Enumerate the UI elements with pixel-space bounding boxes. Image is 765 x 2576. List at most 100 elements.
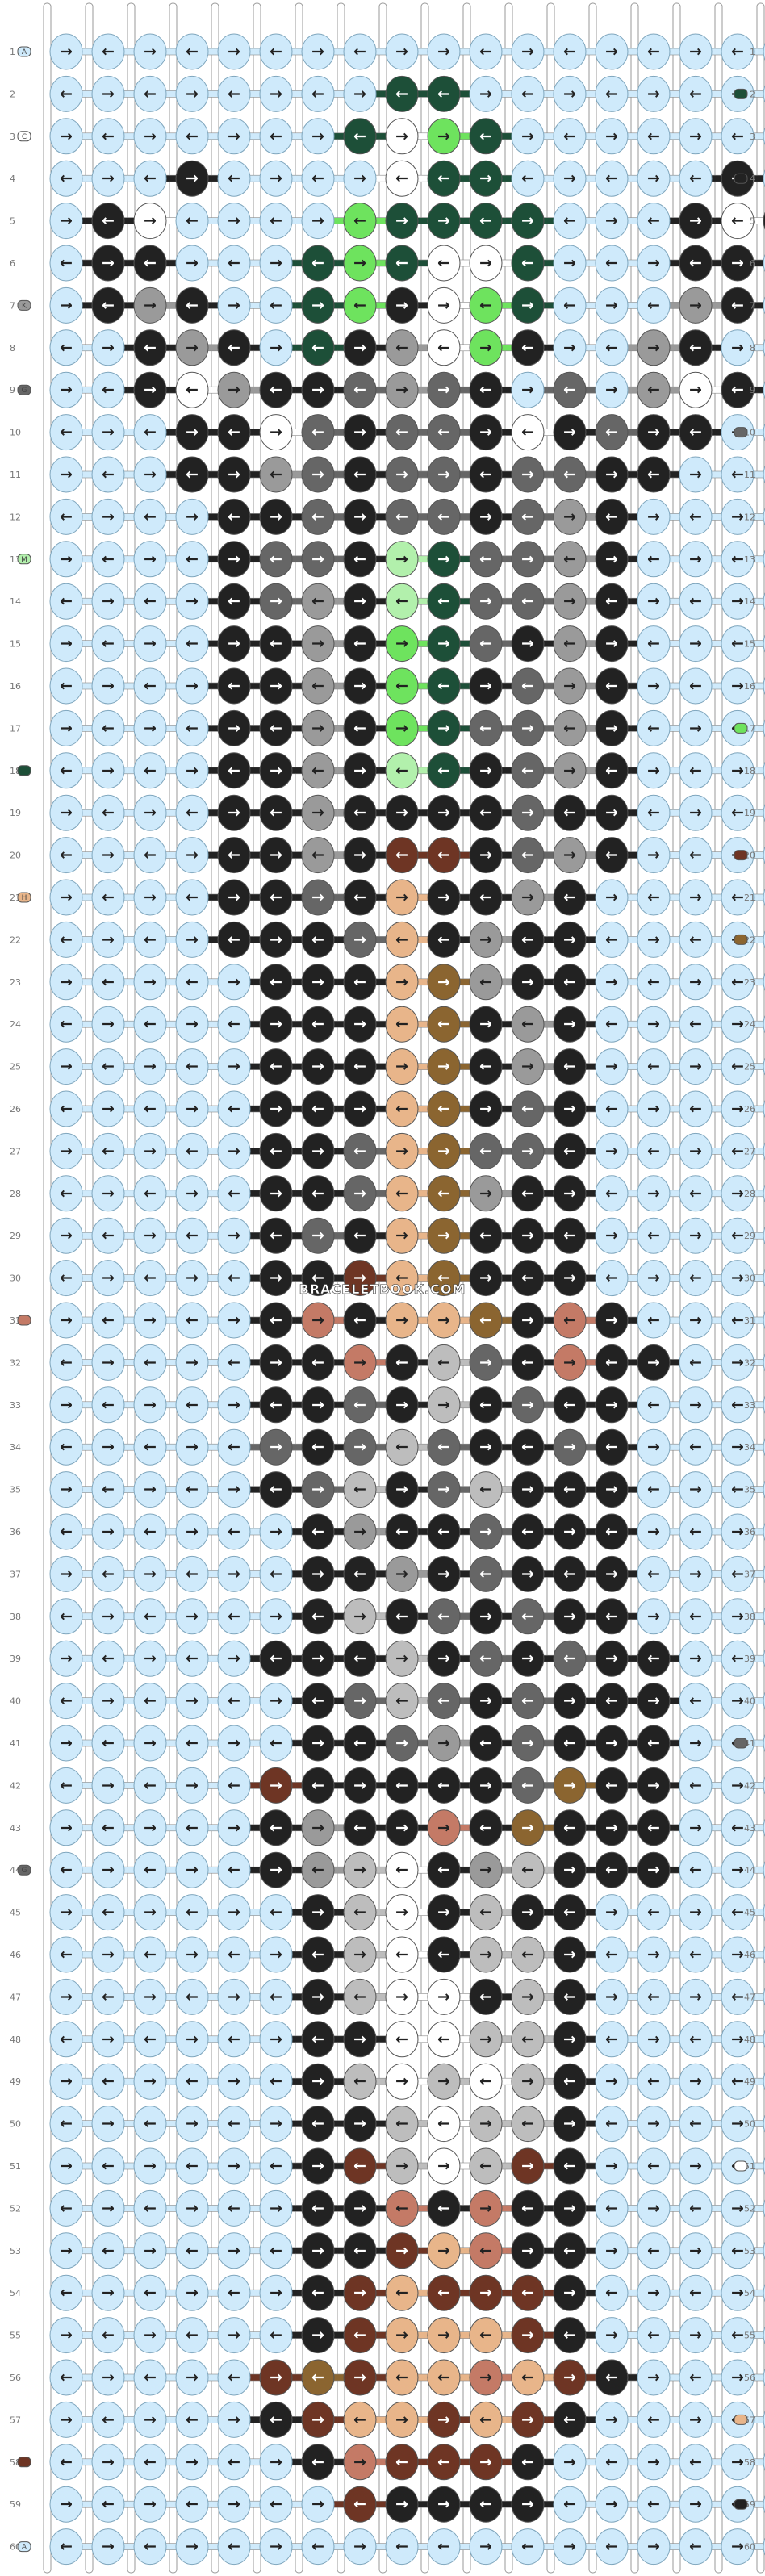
knot[interactable] — [721, 1006, 755, 1043]
knot[interactable] — [301, 498, 335, 535]
knot[interactable] — [553, 752, 587, 789]
knot[interactable] — [553, 118, 587, 155]
knot[interactable] — [217, 879, 251, 916]
knot[interactable] — [385, 667, 419, 705]
knot[interactable] — [217, 709, 251, 746]
knot[interactable] — [217, 1048, 251, 1085]
knot[interactable] — [175, 414, 209, 451]
knot[interactable] — [49, 118, 83, 155]
knot[interactable] — [427, 541, 461, 578]
knot[interactable] — [469, 33, 503, 70]
knot[interactable] — [637, 75, 671, 112]
knot[interactable] — [175, 709, 209, 746]
knot[interactable] — [259, 414, 293, 451]
knot[interactable] — [133, 329, 167, 366]
knot[interactable] — [133, 456, 167, 493]
knot[interactable] — [553, 837, 587, 874]
knot[interactable] — [217, 33, 251, 70]
knot[interactable] — [511, 921, 545, 958]
knot[interactable] — [427, 456, 461, 493]
knot[interactable] — [427, 583, 461, 620]
knot[interactable] — [301, 245, 335, 282]
knot[interactable] — [133, 160, 167, 197]
knot[interactable] — [679, 498, 713, 535]
knot[interactable] — [343, 752, 377, 789]
knot[interactable] — [637, 329, 671, 366]
knot[interactable] — [343, 329, 377, 366]
knot[interactable] — [679, 752, 713, 789]
knot[interactable] — [301, 625, 335, 663]
knot[interactable] — [343, 75, 377, 112]
knot[interactable] — [217, 118, 251, 155]
knot[interactable] — [259, 245, 293, 282]
knot[interactable] — [679, 75, 713, 112]
knot[interactable] — [427, 879, 461, 916]
knot[interactable] — [679, 286, 713, 324]
knot[interactable] — [217, 625, 251, 663]
knot[interactable] — [175, 1006, 209, 1043]
knot[interactable] — [175, 371, 209, 408]
knot[interactable] — [637, 625, 671, 663]
knot[interactable] — [679, 203, 713, 240]
knot[interactable] — [679, 414, 713, 451]
knot[interactable] — [637, 837, 671, 874]
knot[interactable] — [511, 541, 545, 578]
knot[interactable] — [679, 921, 713, 958]
knot[interactable] — [91, 414, 125, 451]
knot[interactable] — [637, 33, 671, 70]
knot[interactable] — [595, 75, 629, 112]
knot[interactable] — [343, 245, 377, 282]
knot[interactable] — [385, 160, 419, 197]
knot[interactable] — [553, 879, 587, 916]
knot[interactable] — [175, 1048, 209, 1085]
knot[interactable] — [553, 794, 587, 831]
knot[interactable] — [91, 921, 125, 958]
knot[interactable] — [469, 245, 503, 282]
knot[interactable] — [511, 879, 545, 916]
knot[interactable] — [385, 414, 419, 451]
knot[interactable] — [595, 625, 629, 663]
knot[interactable] — [385, 456, 419, 493]
knot[interactable] — [679, 541, 713, 578]
knot[interactable] — [343, 794, 377, 831]
knot[interactable] — [175, 667, 209, 705]
knot[interactable] — [133, 752, 167, 789]
knot[interactable] — [721, 329, 755, 366]
knot[interactable] — [217, 75, 251, 112]
knot[interactable] — [637, 118, 671, 155]
knot[interactable] — [511, 583, 545, 620]
knot[interactable] — [217, 1006, 251, 1043]
knot[interactable] — [637, 794, 671, 831]
knot[interactable] — [469, 160, 503, 197]
knot[interactable] — [91, 541, 125, 578]
knot[interactable] — [553, 286, 587, 324]
knot[interactable] — [721, 583, 755, 620]
knot[interactable] — [343, 203, 377, 240]
knot[interactable] — [385, 752, 419, 789]
knot[interactable] — [511, 837, 545, 874]
knot[interactable] — [133, 33, 167, 70]
knot[interactable] — [343, 541, 377, 578]
knot[interactable] — [301, 118, 335, 155]
knot[interactable] — [175, 75, 209, 112]
knot[interactable] — [91, 583, 125, 620]
knot[interactable] — [259, 921, 293, 958]
knot[interactable] — [679, 583, 713, 620]
knot[interactable] — [259, 709, 293, 746]
knot[interactable] — [49, 837, 83, 874]
knot[interactable] — [511, 371, 545, 408]
knot[interactable] — [679, 667, 713, 705]
knot[interactable] — [175, 752, 209, 789]
knot[interactable] — [595, 203, 629, 240]
knot[interactable] — [91, 329, 125, 366]
knot[interactable] — [175, 837, 209, 874]
knot[interactable] — [511, 1006, 545, 1043]
knot[interactable] — [301, 541, 335, 578]
knot[interactable] — [175, 625, 209, 663]
knot[interactable] — [721, 456, 755, 493]
knot[interactable] — [679, 837, 713, 874]
knot[interactable] — [49, 541, 83, 578]
knot[interactable] — [595, 879, 629, 916]
knot[interactable] — [343, 456, 377, 493]
knot[interactable] — [343, 921, 377, 958]
